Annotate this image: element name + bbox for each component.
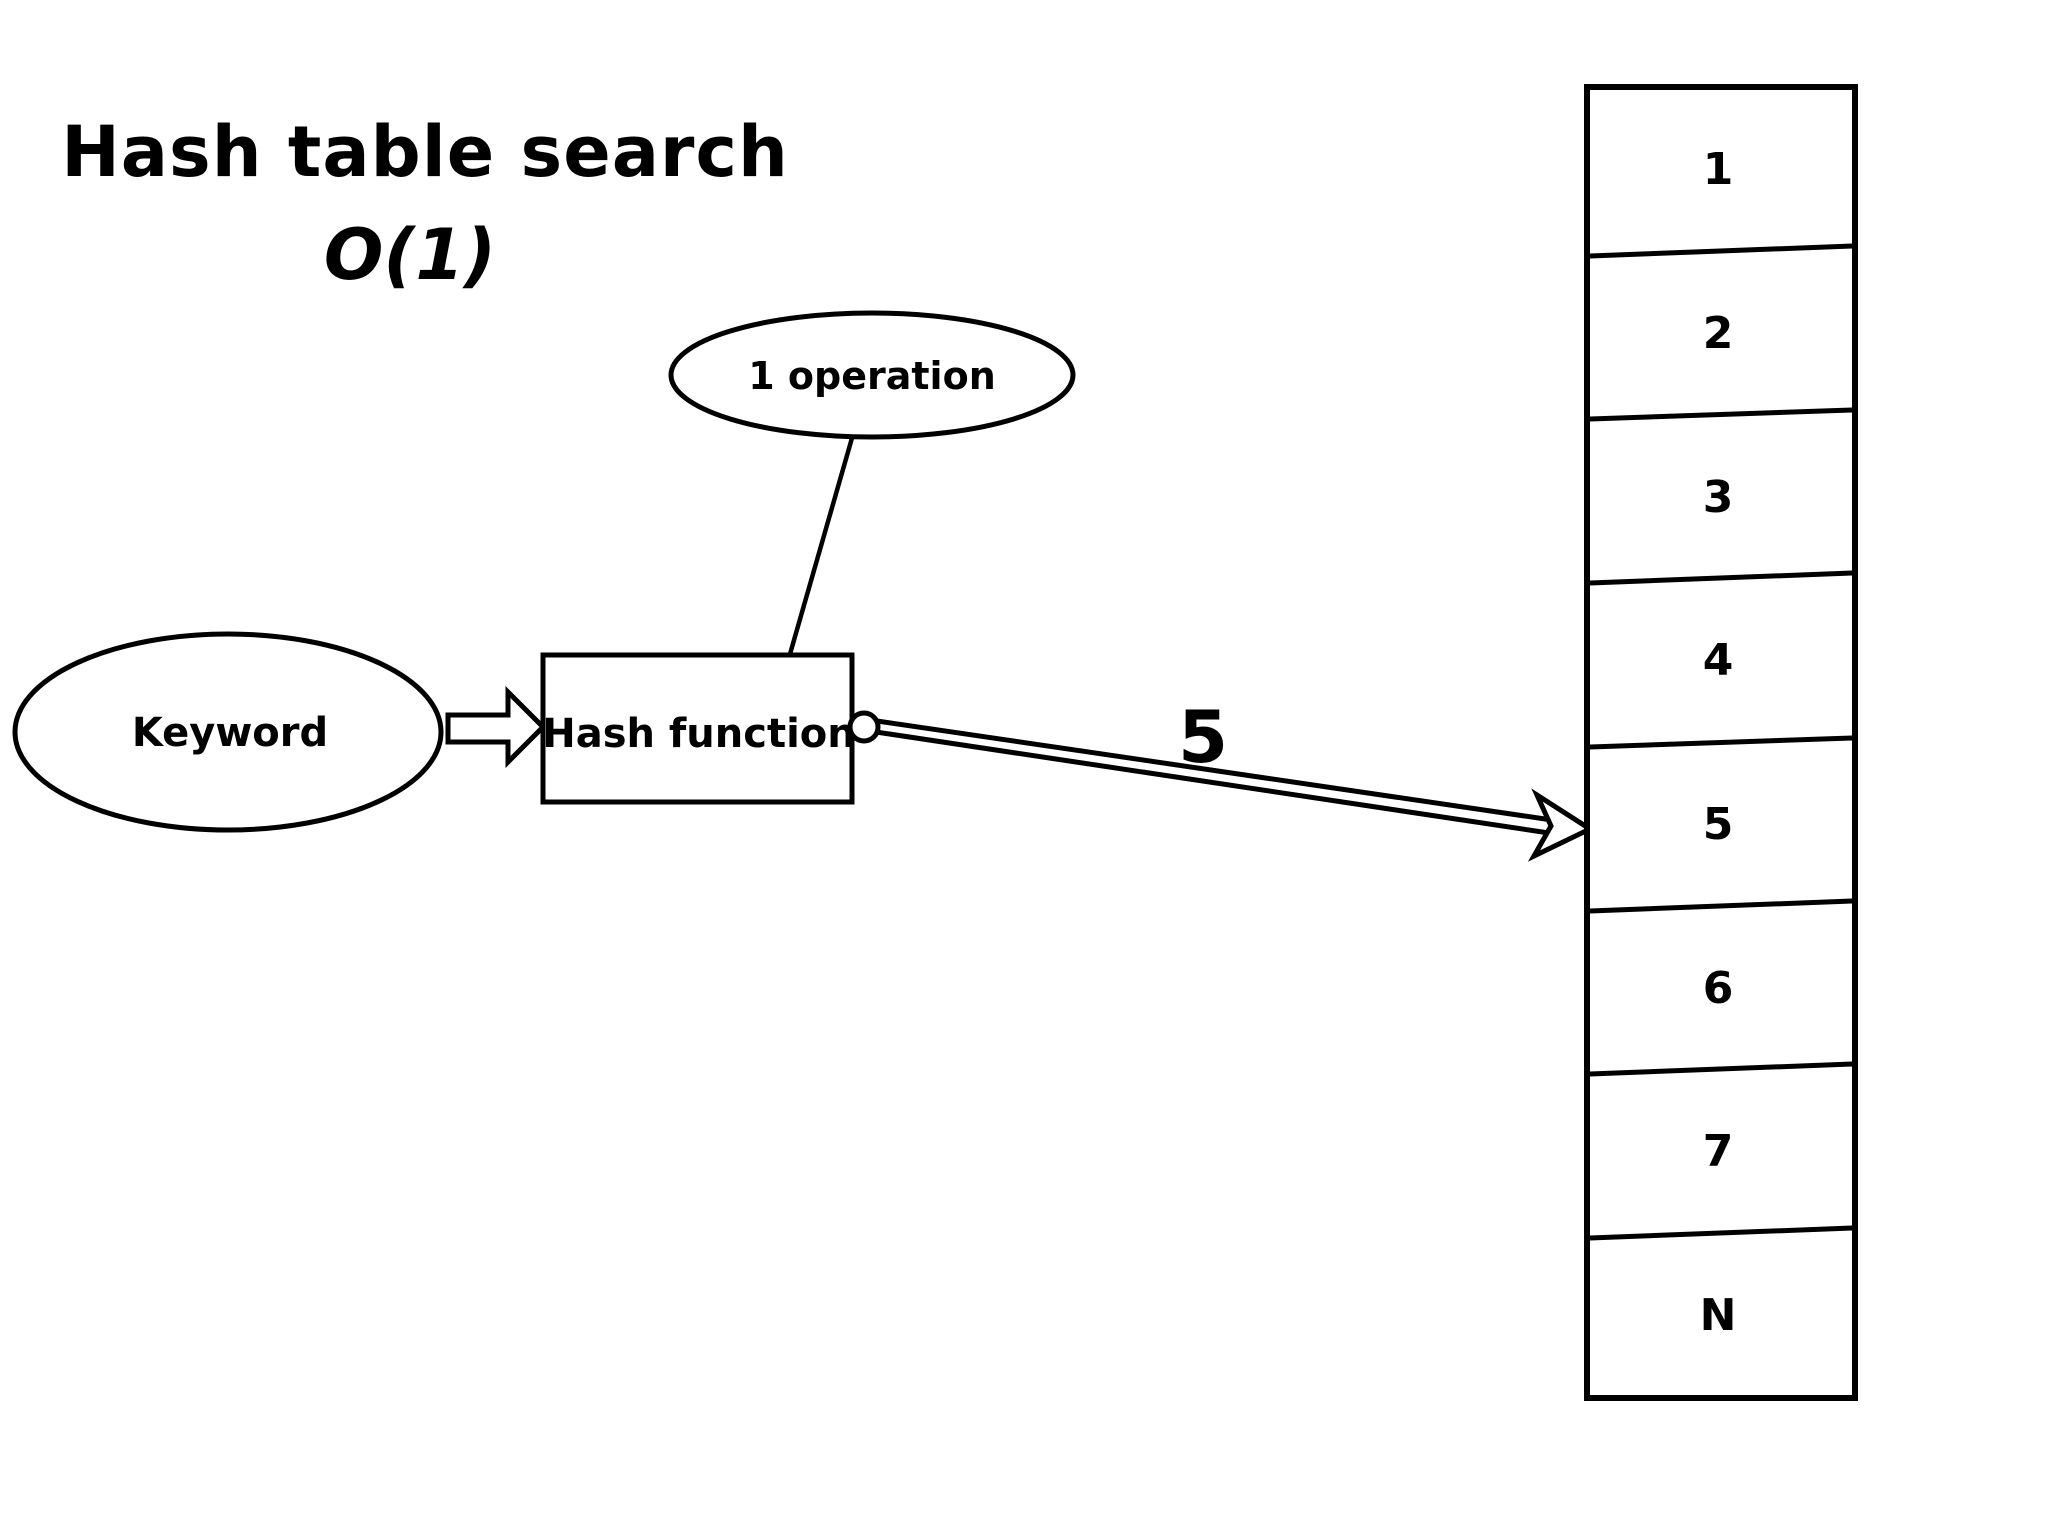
table-cell-label: 5 (1702, 799, 1734, 850)
table-cell-label: N (1699, 1290, 1737, 1341)
table-divider (1589, 735, 1853, 750)
operation-ellipse (668, 310, 1076, 440)
hash-arrow-upper-line (876, 718, 1553, 823)
keyword-ellipse (12, 631, 444, 833)
table-divider (1589, 243, 1853, 259)
hash-arrowhead (1527, 788, 1596, 862)
table-divider (1589, 1225, 1853, 1241)
table-divider (1589, 407, 1853, 422)
operation-label: 1 operation (748, 354, 996, 398)
keyword-label: Keyword (131, 710, 329, 756)
table-cell-label: 7 (1702, 1126, 1734, 1177)
hash-arrow-lower-line (875, 729, 1550, 836)
diagram-title: Hash table search (61, 111, 789, 193)
table-divider (1589, 570, 1853, 586)
hash-output-value: 5 (1177, 695, 1229, 779)
hash-function-label: Hash function (542, 711, 856, 757)
table-cell-label: 4 (1702, 635, 1734, 686)
block-arrow (445, 685, 547, 769)
table-divider (1589, 1061, 1853, 1077)
connector-circle (847, 710, 881, 744)
complexity-label: O(1) (323, 214, 497, 296)
operation-connector-line (783, 437, 855, 669)
table-cell-label: 3 (1702, 472, 1734, 523)
table-divider (1589, 898, 1853, 914)
table-cell-label: 2 (1702, 308, 1734, 359)
table-cell-label: 1 (1702, 144, 1734, 195)
table-cell-label: 6 (1702, 963, 1734, 1014)
hash-function-box (540, 652, 855, 805)
